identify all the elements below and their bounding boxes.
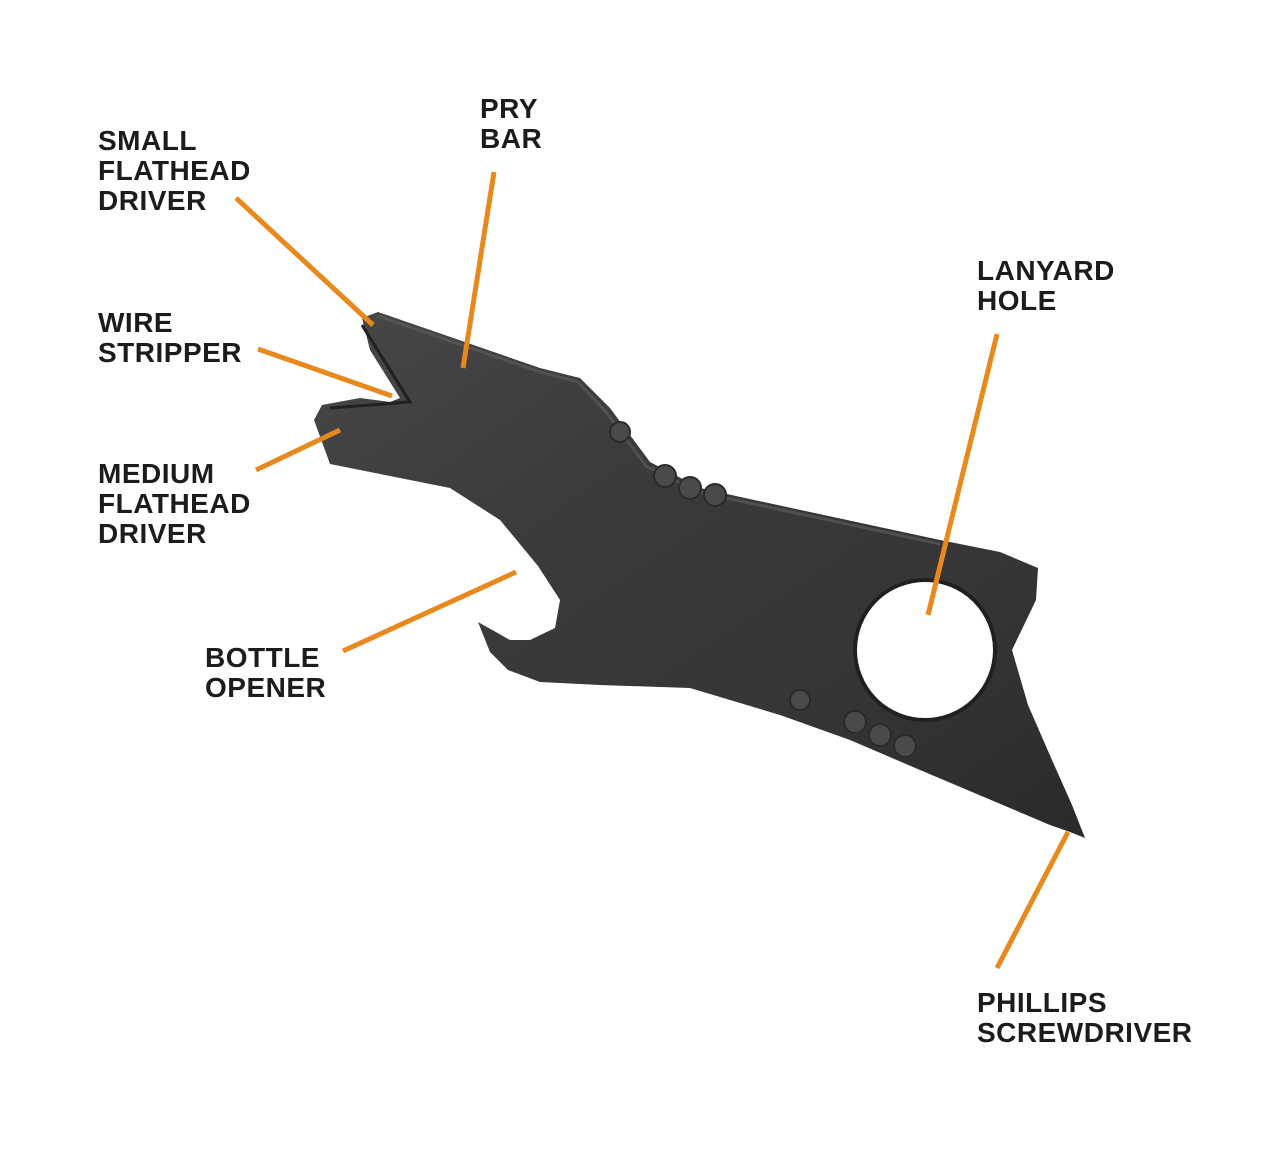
label-line: HOLE [977, 285, 1057, 316]
label-lanyard-hole: LANYARD HOLE [977, 256, 1115, 316]
label-line: FLATHEAD [98, 488, 251, 519]
label-line: MEDIUM [98, 458, 215, 489]
leader-lanyard-hole [925, 333, 1000, 616]
label-line: SCREWDRIVER [977, 1017, 1193, 1048]
leader-medium-flathead [254, 427, 342, 473]
leader-pry-bar [460, 171, 497, 369]
label-wire-stripper: WIRE STRIPPER [98, 308, 242, 368]
label-line: STRIPPER [98, 337, 243, 368]
wire-stripper-notch [329, 324, 413, 410]
label-phillips-screwdriver: PHILLIPS SCREWDRIVER [977, 988, 1193, 1048]
label-line: PRY [480, 93, 539, 124]
label-line: DRIVER [98, 185, 207, 216]
label-line: WIRE [98, 307, 174, 338]
label-line: PHILLIPS [977, 987, 1108, 1018]
lanyard-hole-rim [853, 578, 997, 722]
leader-lines [234, 171, 1071, 970]
label-medium-flathead-driver: MEDIUM FLATHEAD DRIVER [98, 459, 251, 549]
grip-bumps [609, 421, 917, 758]
label-line: LANYARD [977, 255, 1115, 286]
label-bottle-opener: BOTTLE OPENER [205, 643, 326, 703]
label-line: BOTTLE [205, 642, 320, 673]
label-line: SMALL [98, 125, 197, 156]
label-small-flathead-driver: SMALL FLATHEAD DRIVER [98, 126, 251, 216]
label-line: FLATHEAD [98, 155, 251, 186]
label-line: DRIVER [98, 518, 207, 549]
leader-small-flathead [234, 196, 375, 327]
multitool-body [314, 312, 1085, 838]
label-line: BAR [480, 123, 543, 154]
label-line: OPENER [205, 672, 327, 703]
leader-bottle-opener [341, 569, 518, 654]
leader-wire-stripper [257, 346, 393, 399]
label-pry-bar: PRY BAR [480, 94, 542, 154]
leader-phillips [994, 830, 1071, 970]
